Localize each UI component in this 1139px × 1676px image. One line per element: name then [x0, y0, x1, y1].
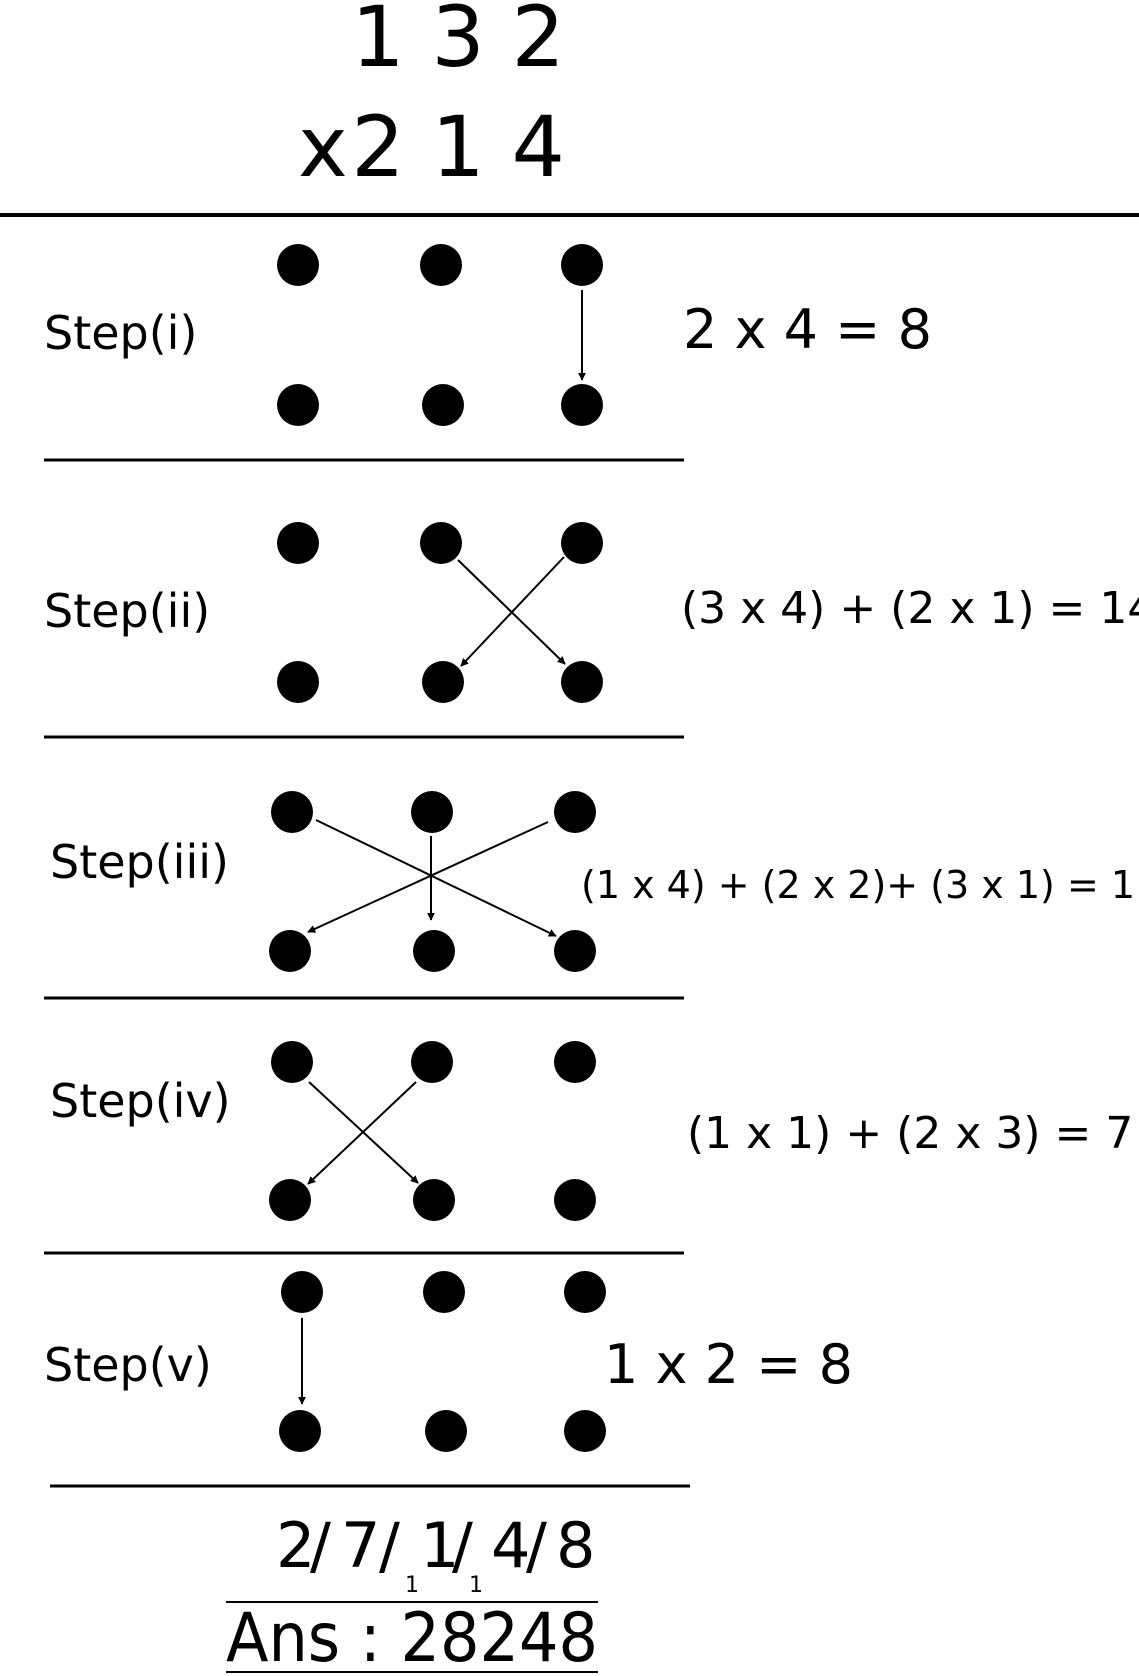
multiplier: 2 1 4: [351, 98, 565, 196]
multiplicand: 1 3 2: [351, 0, 565, 86]
step-1-dot-top-tens: [420, 244, 462, 286]
carry-1: 1: [405, 1573, 419, 1598]
step-5-dot-bottom-units: [564, 1410, 606, 1452]
step-4-dot-bottom-hundreds: [269, 1179, 311, 1221]
step-3-dot-top-units: [554, 791, 596, 833]
step-3-dot-top-hundreds: [271, 791, 313, 833]
result-slash-1: /: [310, 1509, 331, 1582]
step-3-label: Step(iii): [50, 835, 229, 889]
carry-2: 1: [469, 1573, 483, 1598]
result-digit-5: 8: [556, 1509, 595, 1582]
step-4-arrow-tens-to-hundreds: [307, 1081, 417, 1185]
step-3-dot-bottom-units: [554, 930, 596, 972]
step-3-dot-bottom-hundreds: [269, 930, 311, 972]
result-digit-1: 2: [276, 1509, 315, 1582]
step-4-dot-top-tens: [411, 1041, 453, 1083]
step-1-equation: 2 x 4 = 8: [683, 298, 932, 361]
step-5-dot-top-tens: [423, 1271, 465, 1313]
step-4-equation: (1 x 1) + (2 x 3) = 7: [687, 1108, 1133, 1159]
step-5-dot-top-hundreds: [281, 1271, 323, 1313]
step-4-dot-top-hundreds: [271, 1041, 313, 1083]
step-5-equation: 1 x 2 = 8: [604, 1333, 853, 1396]
step-1-dot-bottom-units: [561, 384, 603, 426]
step-5-label: Step(v): [44, 1338, 212, 1392]
step-1-dot-bottom-tens: [422, 384, 464, 426]
step-5-dot-top-units: [564, 1271, 606, 1313]
step-4-dot-top-units: [554, 1041, 596, 1083]
step-2-label: Step(ii): [44, 584, 210, 638]
result-slash-3: /: [452, 1509, 473, 1582]
step-3-arrow-units-to-hundreds: [307, 821, 549, 933]
step-4-dot-bottom-units: [554, 1179, 596, 1221]
step-5-dot-bottom-hundreds: [279, 1410, 321, 1452]
step-2-dot-top-tens: [420, 522, 462, 564]
result-digit-3: 1: [420, 1509, 459, 1582]
step-2-dot-bottom-tens: [422, 661, 464, 703]
result-slash-4: /: [526, 1509, 547, 1582]
step-1-dot-top-hundreds: [277, 244, 319, 286]
step-1-dot-bottom-hundreds: [277, 384, 319, 426]
result-digits: 2 / 7 / 1 / 4 / 8: [276, 1509, 595, 1582]
step-4-label: Step(iv): [50, 1074, 231, 1128]
step-2-dot-top-units: [561, 522, 603, 564]
step-2-dot-top-hundreds: [277, 522, 319, 564]
step-4-dot-bottom-tens: [413, 1179, 455, 1221]
answer: Ans : 28248: [226, 1599, 598, 1676]
step-3-equation: (1 x 4) + (2 x 2)+ (3 x 1) = 11: [581, 863, 1139, 907]
step-1-dot-top-units: [561, 244, 603, 286]
step-5-dot-bottom-tens: [425, 1410, 467, 1452]
step-2-dot-bottom-units: [561, 661, 603, 703]
step-3-dot-bottom-tens: [413, 930, 455, 972]
step-3-arrow-hundreds-to-units: [315, 819, 557, 937]
multiplier-sign: x: [298, 98, 348, 196]
step-2-arrow-units-to-tens: [460, 556, 565, 667]
result-digit-2: 7: [341, 1509, 380, 1582]
step-3-dot-top-tens: [411, 791, 453, 833]
step-2-dot-bottom-hundreds: [277, 661, 319, 703]
result-slash-2: /: [379, 1509, 400, 1582]
step-1-label: Step(i): [44, 306, 197, 360]
result-digit-4: 4: [491, 1509, 530, 1582]
step-2-equation: (3 x 4) + (2 x 1) = 14: [681, 583, 1139, 634]
